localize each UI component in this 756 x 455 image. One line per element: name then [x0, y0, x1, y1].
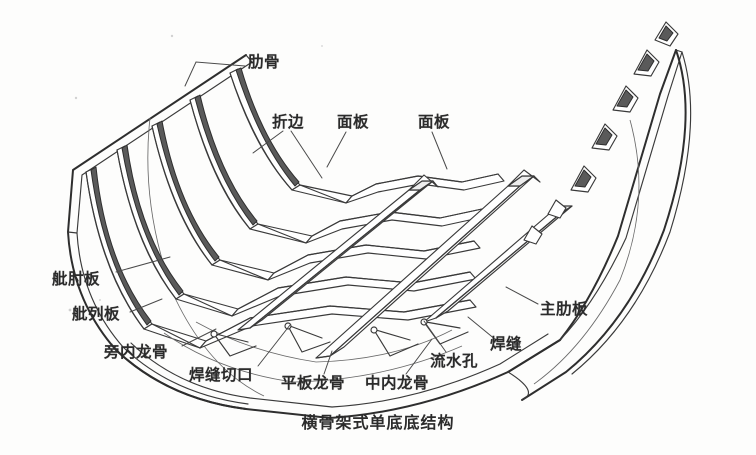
label-face-plate-2: 面板	[418, 114, 451, 131]
transverse-frames-port	[85, 67, 353, 349]
label-face-plate-1: 面板	[337, 114, 370, 131]
label-centre-girder: 中内龙骨	[365, 375, 430, 392]
label-frame: 肋骨	[248, 54, 281, 71]
label-bilge-strake: 舭列板	[72, 306, 121, 323]
label-bilge-bracket: 舭肘板	[52, 271, 101, 288]
label-drain-hole: 流水孔	[430, 353, 479, 370]
label-flat-keel: 平板龙骨	[281, 375, 346, 392]
label-main-floor: 主肋板	[540, 301, 589, 318]
label-side-girder: 旁内龙骨	[104, 344, 169, 361]
figure-caption: 横骨架式单底底结构	[301, 415, 455, 432]
shell-plating-stbd	[507, 49, 692, 401]
label-flange: 折边	[272, 114, 305, 131]
label-weld-notch: 焊缝切口	[189, 367, 254, 384]
centre-girder-beam	[315, 169, 541, 359]
label-weld-seam: 焊缝	[490, 336, 523, 353]
side-girder-port	[237, 174, 439, 331]
frame-stubs	[523, 21, 679, 245]
leader-lines	[115, 61, 539, 375]
